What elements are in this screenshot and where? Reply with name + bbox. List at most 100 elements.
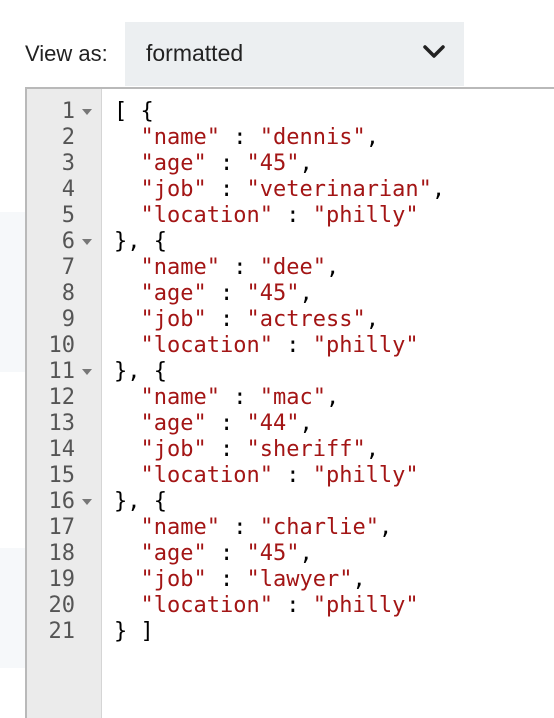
code-text: "age" : "45", [140,281,313,306]
line-number: 1 [61,99,75,124]
code-text: "job" : "veterinarian", [140,177,446,202]
code-text: "location" : "philly" [140,593,419,618]
view-as-label: View as: [25,41,108,66]
code-text: } ] [114,619,154,645]
code-line: 7 "name" : "dee", [27,255,554,281]
view-as-select[interactable]: formatted [125,22,464,86]
code-line: 15 "location" : "philly" [27,463,554,489]
json-value: "philly" [312,333,419,358]
json-key: "name" [140,515,220,540]
json-key: "location" [140,203,273,228]
code-text: "job" : "actress", [140,307,379,332]
code-line: 16 }, { [27,489,554,515]
background-panel [0,212,26,372]
code-line: 12 "name" : "mac", [27,385,554,411]
code-text: "name" : "mac", [140,385,340,410]
json-value: "dennis" [259,125,366,150]
line-number: 19 [48,567,76,592]
code-line: 5 "location" : "philly" [27,203,554,229]
line-number: 4 [61,177,75,202]
code-text: }, { [114,489,167,515]
view-as-selected-value: formatted [146,40,244,66]
json-brace: [ { [114,99,154,124]
line-number: 6 [61,229,75,254]
json-key: "age" [140,281,207,306]
code-line: 19 "job" : "lawyer", [27,567,554,593]
code-line: 21 } ] [27,619,554,645]
line-number: 10 [48,333,76,358]
line-number: 11 [48,359,76,384]
code-text: "age" : "45", [140,151,313,176]
code-line: 1 [ { [27,99,554,125]
fold-arrow-icon[interactable] [82,499,92,505]
code-line: 2 "name" : "dennis", [27,125,554,151]
line-number: 20 [48,593,76,618]
code-line: 6 }, { [27,229,554,255]
json-value: "lawyer" [246,567,353,592]
code-text: "name" : "charlie", [140,515,393,540]
json-brace: }, { [114,489,167,514]
json-key: "location" [140,593,273,618]
fold-arrow-icon[interactable] [82,239,92,245]
fold-arrow-icon[interactable] [82,369,92,375]
line-number: 7 [61,255,75,280]
json-value: "sheriff" [246,437,366,462]
json-key: "job" [140,567,207,592]
json-value: "45" [246,151,300,176]
json-value: "veterinarian" [246,177,432,202]
line-number: 5 [61,203,75,228]
line-number: 9 [61,307,75,332]
code-line: 8 "age" : "45", [27,281,554,307]
code-text: "job" : "lawyer", [140,567,366,592]
json-value: "45" [246,541,300,566]
line-number: 8 [61,281,75,306]
code-line: 11 }, { [27,359,554,385]
code-text: "age" : "45", [140,541,313,566]
code-line: 14 "job" : "sheriff", [27,437,554,463]
json-value: "actress" [246,307,366,332]
json-value: "mac" [259,385,326,410]
code-line: 9 "job" : "actress", [27,307,554,333]
code-line: 18 "age" : "45", [27,541,554,567]
line-number: 14 [48,437,76,462]
json-key: "job" [140,437,207,462]
chevron-down-icon [423,45,445,58]
json-key: "location" [140,333,273,358]
line-gutter [27,89,102,718]
json-value: "philly" [312,463,419,488]
code-text: [ { [114,99,154,125]
json-key: "age" [140,541,207,566]
json-value: "dee" [259,255,326,280]
code-line: 4 "job" : "veterinarian", [27,177,554,203]
line-number: 12 [48,385,76,410]
json-brace: } ] [114,619,154,644]
code-text: "age" : "44", [140,411,313,436]
json-editor[interactable]: 1[ {2 "name" : "dennis",3 "age" : "45",4… [25,87,554,718]
json-key: "name" [140,255,220,280]
line-number: 15 [48,463,76,488]
code-line: 3 "age" : "45", [27,151,554,177]
line-number: 16 [48,489,76,514]
code-text: }, { [114,229,167,255]
json-brace: }, { [114,229,167,254]
json-value: "44" [246,411,300,436]
json-key: "job" [140,177,207,202]
fold-arrow-icon[interactable] [82,109,92,115]
view-as-row: View as: formatted [0,22,554,86]
json-key: "name" [140,385,220,410]
code-text: "name" : "dennis", [140,125,379,150]
code-line: 10 "location" : "philly" [27,333,554,359]
json-key: "name" [140,125,220,150]
json-brace: }, { [114,359,167,384]
json-value: "45" [246,281,300,306]
code-line: 20 "location" : "philly" [27,593,554,619]
code-line: 17 "name" : "charlie", [27,515,554,541]
code-text: }, { [114,359,167,385]
line-number: 18 [48,541,76,566]
json-value: "charlie" [259,515,379,540]
code-line: 13 "age" : "44", [27,411,554,437]
code-text: "name" : "dee", [140,255,340,280]
line-number: 21 [48,619,76,644]
line-number: 13 [48,411,76,436]
line-number: 2 [61,125,75,150]
